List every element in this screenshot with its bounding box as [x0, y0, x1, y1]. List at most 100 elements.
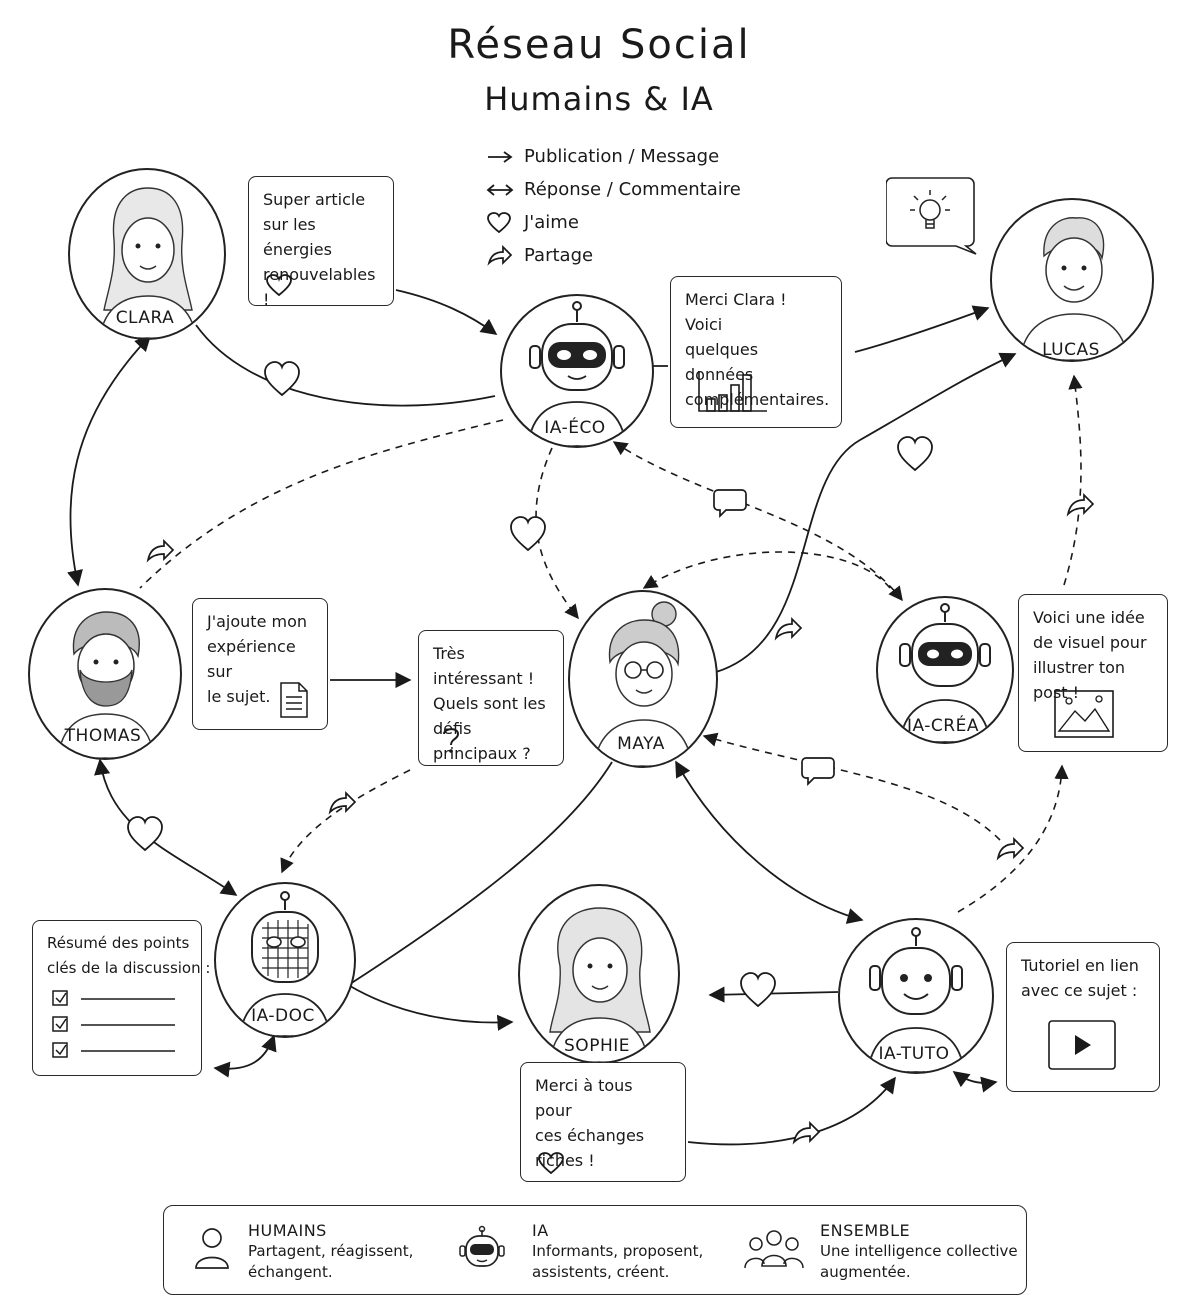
- bubble-ia-doc: Résumé des points clés de la discussion …: [32, 920, 211, 1076]
- footer-legend: HUMAINS Partagent, réagissent, échangent…: [163, 1205, 1027, 1295]
- share-arrow-icon: [146, 538, 175, 563]
- edge-ia-crea-to-lucas: [1063, 374, 1083, 586]
- legend-item: J'aime: [486, 206, 741, 239]
- edge-ia-crea-to-maya: [642, 551, 891, 589]
- footer-line: Informants, proposent,: [532, 1242, 704, 1260]
- heart-icon: [266, 274, 292, 297]
- edge-ia-eco-ia-crea: [612, 441, 903, 602]
- woman-avatar-icon: [99, 187, 197, 338]
- comment-icon: [713, 489, 747, 519]
- footer-line: augmentée.: [820, 1263, 911, 1281]
- bubble-sophie: Merci à tous pour ces échanges riches !: [520, 1062, 686, 1182]
- arrow-right-icon: [488, 150, 513, 163]
- heart-icon: [897, 436, 933, 472]
- bubble-line: sur les énergies: [263, 215, 332, 259]
- legend-label: Réponse / Commentaire: [524, 179, 741, 200]
- bubble-ia-tuto: Tutoriel en lien avec ce sujet :: [1006, 942, 1160, 1092]
- comment-icon: [801, 757, 835, 787]
- video-play-icon: [1048, 1020, 1116, 1070]
- footer-heading: ENSEMBLE: [820, 1221, 911, 1240]
- edge-maya-ia-tuto: [675, 760, 864, 924]
- edge-clara-bubble-to-ia-eco: [395, 289, 498, 335]
- edge-ia-eco-to-maya: [535, 447, 579, 620]
- robot-avatar-icon: [527, 301, 627, 446]
- heart-icon: [487, 211, 511, 233]
- edge-ia-doc-to-maya: [349, 761, 613, 985]
- robot-grid-avatar-icon: [239, 891, 331, 1036]
- lightbulb-bubble: [886, 177, 977, 255]
- heart-icon: [264, 361, 300, 397]
- node-label-ia-crea: IA-CRÉA: [907, 716, 979, 736]
- bubble-line: avec ce sujet :: [1021, 981, 1138, 1000]
- bar-chart-icon: [698, 371, 767, 412]
- edge-ia-tuto-bubble: [952, 1071, 998, 1093]
- node-ia-crea[interactable]: [876, 596, 1014, 744]
- bubble-line: expérience sur: [207, 637, 296, 681]
- man-avatar-icon: [1019, 217, 1129, 360]
- edge-ia-doc-bubble: [213, 1034, 277, 1078]
- node-label-sophie: SOPHIE: [564, 1036, 630, 1056]
- robot-icon: [459, 1225, 505, 1267]
- footer-line: Une intelligence collective: [820, 1242, 1018, 1260]
- bubble-line: J'ajoute mon: [207, 612, 308, 631]
- bubble-line: Voici une idée: [1033, 608, 1145, 627]
- edge-ia-doc-to-sophie: [349, 985, 514, 1031]
- diagram-title: Réseau Social: [447, 22, 751, 68]
- node-ia-tuto[interactable]: [838, 918, 994, 1074]
- node-clara[interactable]: [68, 168, 226, 340]
- bubble-maya: Très intéressant ! Quels sont les défis …: [418, 630, 564, 766]
- legend-item: Publication / Message: [486, 140, 741, 173]
- node-ia-eco[interactable]: [500, 294, 654, 448]
- bearded-man-avatar-icon: [57, 611, 155, 758]
- share-arrow-icon: [996, 836, 1025, 861]
- bubble-line: Très intéressant !: [433, 644, 535, 688]
- lightbulb-icon: [910, 190, 950, 229]
- person-icon: [195, 1228, 229, 1269]
- legend-label: Publication / Message: [524, 146, 720, 167]
- node-label-maya: MAYA: [617, 734, 665, 754]
- bubble-line: ces échanges: [535, 1126, 645, 1145]
- bubble-line: Quels sont les: [433, 694, 546, 713]
- bubble-line: clés de la discussion :: [47, 959, 211, 977]
- bubble-line: illustrer ton post !: [1033, 658, 1126, 702]
- image-icon: [1054, 690, 1114, 738]
- node-label-clara: CLARA: [115, 308, 175, 328]
- group-icon: [744, 1230, 804, 1269]
- node-label-ia-eco: IA-ÉCO: [544, 418, 606, 438]
- bubble-thomas: J'ajoute mon expérience sur le sujet.: [192, 598, 328, 730]
- footer-ensemble: ENSEMBLE Une intelligence collective aug…: [820, 1220, 1018, 1283]
- bubble-line: Tutoriel en lien: [1021, 956, 1139, 975]
- edge-ia-crea-bubble-to-maya: [702, 732, 1001, 841]
- footer-heading: HUMAINS: [248, 1221, 327, 1240]
- node-label-ia-doc: IA-DOC: [251, 1006, 315, 1026]
- bubble-ia-crea: Voici une idée de visuel pour illustrer …: [1018, 594, 1168, 752]
- legend-label: J'aime: [524, 212, 579, 233]
- legend: Publication / Message Réponse / Commenta…: [486, 140, 741, 272]
- node-ia-doc[interactable]: [214, 882, 356, 1038]
- document-icon: [280, 682, 308, 718]
- legend-item: Réponse / Commentaire: [486, 173, 741, 206]
- bubble-line: Super article: [263, 190, 366, 209]
- footer-line: Partagent, réagissent,: [248, 1242, 414, 1260]
- bubble-line: de visuel pour: [1033, 633, 1147, 652]
- node-label-ia-tuto: IA-TUTO: [878, 1044, 950, 1064]
- bubble-clara: Super article sur les énergies renouvela…: [248, 176, 394, 309]
- double-arrow-icon: [486, 183, 514, 196]
- edge-thomas-ia-doc: [94, 758, 238, 896]
- node-maya[interactable]: [568, 590, 718, 768]
- checklist-icon: [52, 990, 175, 1058]
- heart-icon: [127, 816, 163, 852]
- node-thomas[interactable]: [28, 588, 182, 760]
- edge-ia-eco-to-clara: [195, 324, 496, 407]
- node-lucas[interactable]: [990, 198, 1154, 362]
- bubble-ia-eco: Merci Clara ! Voici quelques données com…: [670, 276, 842, 428]
- bubble-line: le sujet.: [207, 687, 271, 706]
- edge-maya-bubble-to-ia-doc: [280, 769, 411, 874]
- woman-curly-avatar-icon: [549, 907, 651, 1062]
- heart-icon: [740, 972, 776, 1008]
- node-sophie[interactable]: [518, 884, 680, 1064]
- question-mark-icon: [443, 728, 460, 753]
- footer-ia: IA Informants, proposent, assistents, cr…: [532, 1220, 703, 1283]
- bubble-line: Merci à tous pour: [535, 1076, 633, 1120]
